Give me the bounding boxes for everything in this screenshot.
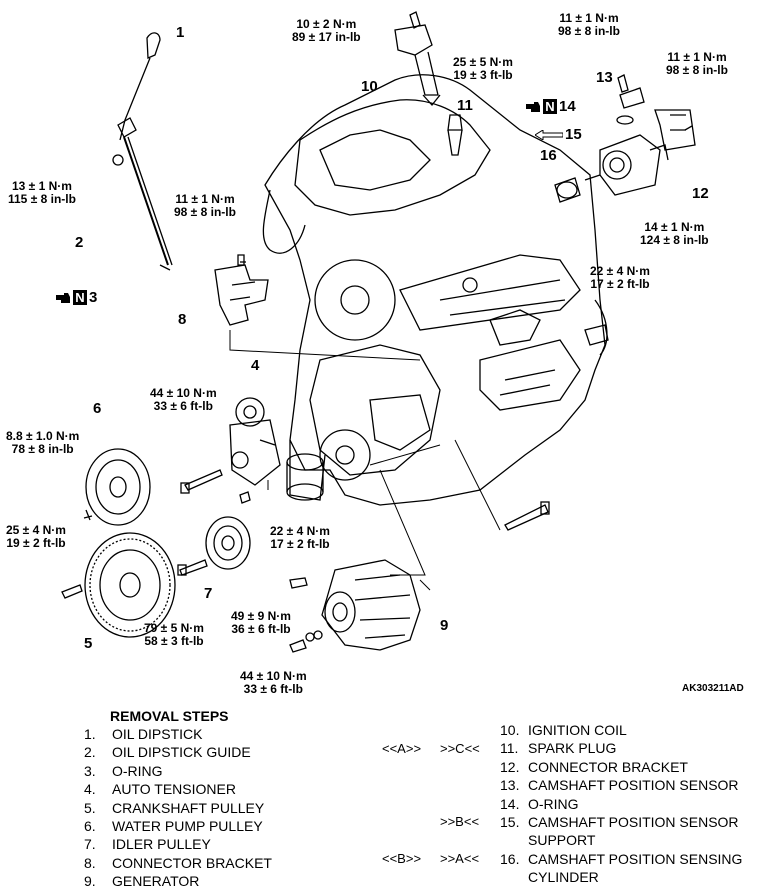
list-item: 13.CAMSHAFT POSITION SENSOR [500, 777, 739, 794]
callout-6: 6 [93, 400, 102, 417]
apply-arrow-icon [535, 129, 563, 140]
apply-symbol-15: 15 [535, 126, 582, 143]
ignition-coil-part [394, 11, 441, 107]
list-item: 3.O-RING [84, 762, 163, 779]
list-item: 9.GENERATOR [84, 873, 200, 890]
marker-step16-install: >>A<< [440, 851, 480, 866]
removal-steps-left-list: 1.OIL DIPSTICK 2.OIL DIPSTICK GUIDE 3.O-… [84, 725, 272, 891]
marker-step11-install: >>C<< [440, 741, 480, 756]
list-item: 1.OIL DIPSTICK [84, 726, 203, 742]
new-part-symbol-14: N 14 [525, 98, 576, 115]
removal-steps-section: REMOVAL STEPS 1.OIL DIPSTICK 2.OIL DIPST… [0, 705, 768, 895]
list-item: 10.IGNITION COIL [500, 722, 627, 738]
callout-14: 14 [559, 98, 576, 115]
callout-2: 2 [75, 234, 84, 251]
water-pump-pulley-part [85, 448, 151, 526]
hand-icon [526, 101, 540, 112]
callout-3: 3 [89, 289, 98, 306]
callout-13: 13 [596, 69, 613, 86]
list-item: 6.WATER PUMP PULLEY [84, 818, 263, 835]
new-part-n-mark: N [73, 290, 87, 305]
list-item: 16.CAMSHAFT POSITION SENSING [500, 850, 743, 867]
marker-step15-install: >>B<< [440, 814, 480, 829]
connector-bracket-part [214, 254, 269, 326]
auto-tensioner-part [229, 397, 281, 486]
callout-10: 10 [361, 78, 378, 95]
engine-illustration [61, 11, 696, 653]
marker-step16-removal: <<B>> [382, 851, 422, 866]
list-item: 15.CAMSHAFT POSITION SENSOR [500, 814, 739, 831]
callout-15: 15 [565, 126, 582, 143]
new-part-n-mark: N [543, 99, 557, 114]
engine-block [262, 74, 609, 506]
callout-11: 11 [457, 97, 473, 114]
removal-steps-heading: REMOVAL STEPS [110, 708, 229, 724]
list-item: 5.CRANKSHAFT PULLEY [84, 799, 265, 816]
list-item: SUPPORT [528, 832, 596, 849]
bolts [61, 261, 550, 653]
list-item: 12.CONNECTOR BRACKET [500, 758, 688, 775]
camshaft-sensor-parts [554, 74, 696, 203]
new-part-symbol-3: N 3 [55, 289, 97, 306]
removal-steps-right-list: 10.IGNITION COIL 11.SPARK PLUG 12.CONNEC… [500, 721, 742, 887]
crankshaft-pulley-part [84, 532, 176, 638]
callout-4: 4 [251, 357, 260, 374]
callout-16: 16 [540, 147, 557, 164]
exploded-view-diagram: 1 2 N 3 4 5 6 7 8 9 10 11 12 13 N 14 15 … [6, 11, 744, 696]
list-item: 4.AUTO TENSIONER [84, 781, 236, 798]
leader-lines [229, 330, 501, 591]
list-item: 14.O-RING [500, 795, 579, 812]
figure-reference-id: AK303211AD [682, 683, 744, 694]
hand-icon [56, 292, 70, 303]
callout-7: 7 [204, 585, 213, 602]
list-item: 2.OIL DIPSTICK GUIDE [84, 744, 251, 761]
list-item: 7.IDLER PULLEY [84, 836, 211, 853]
idler-pulley-part [205, 516, 251, 570]
callout-12: 12 [692, 185, 709, 202]
oil-dipstick-part [112, 32, 173, 271]
marker-step11-removal: <<A>> [382, 741, 422, 756]
spark-plug-part [447, 114, 463, 156]
list-item: CYLINDER [528, 869, 599, 886]
list-item: 8.CONNECTOR BRACKET [84, 854, 272, 871]
callout-1: 1 [176, 24, 185, 41]
callout-5: 5 [84, 635, 93, 652]
list-item: 11.SPARK PLUG [500, 740, 617, 757]
callout-9: 9 [440, 617, 449, 634]
callout-8: 8 [178, 311, 187, 328]
generator-part [321, 559, 421, 651]
